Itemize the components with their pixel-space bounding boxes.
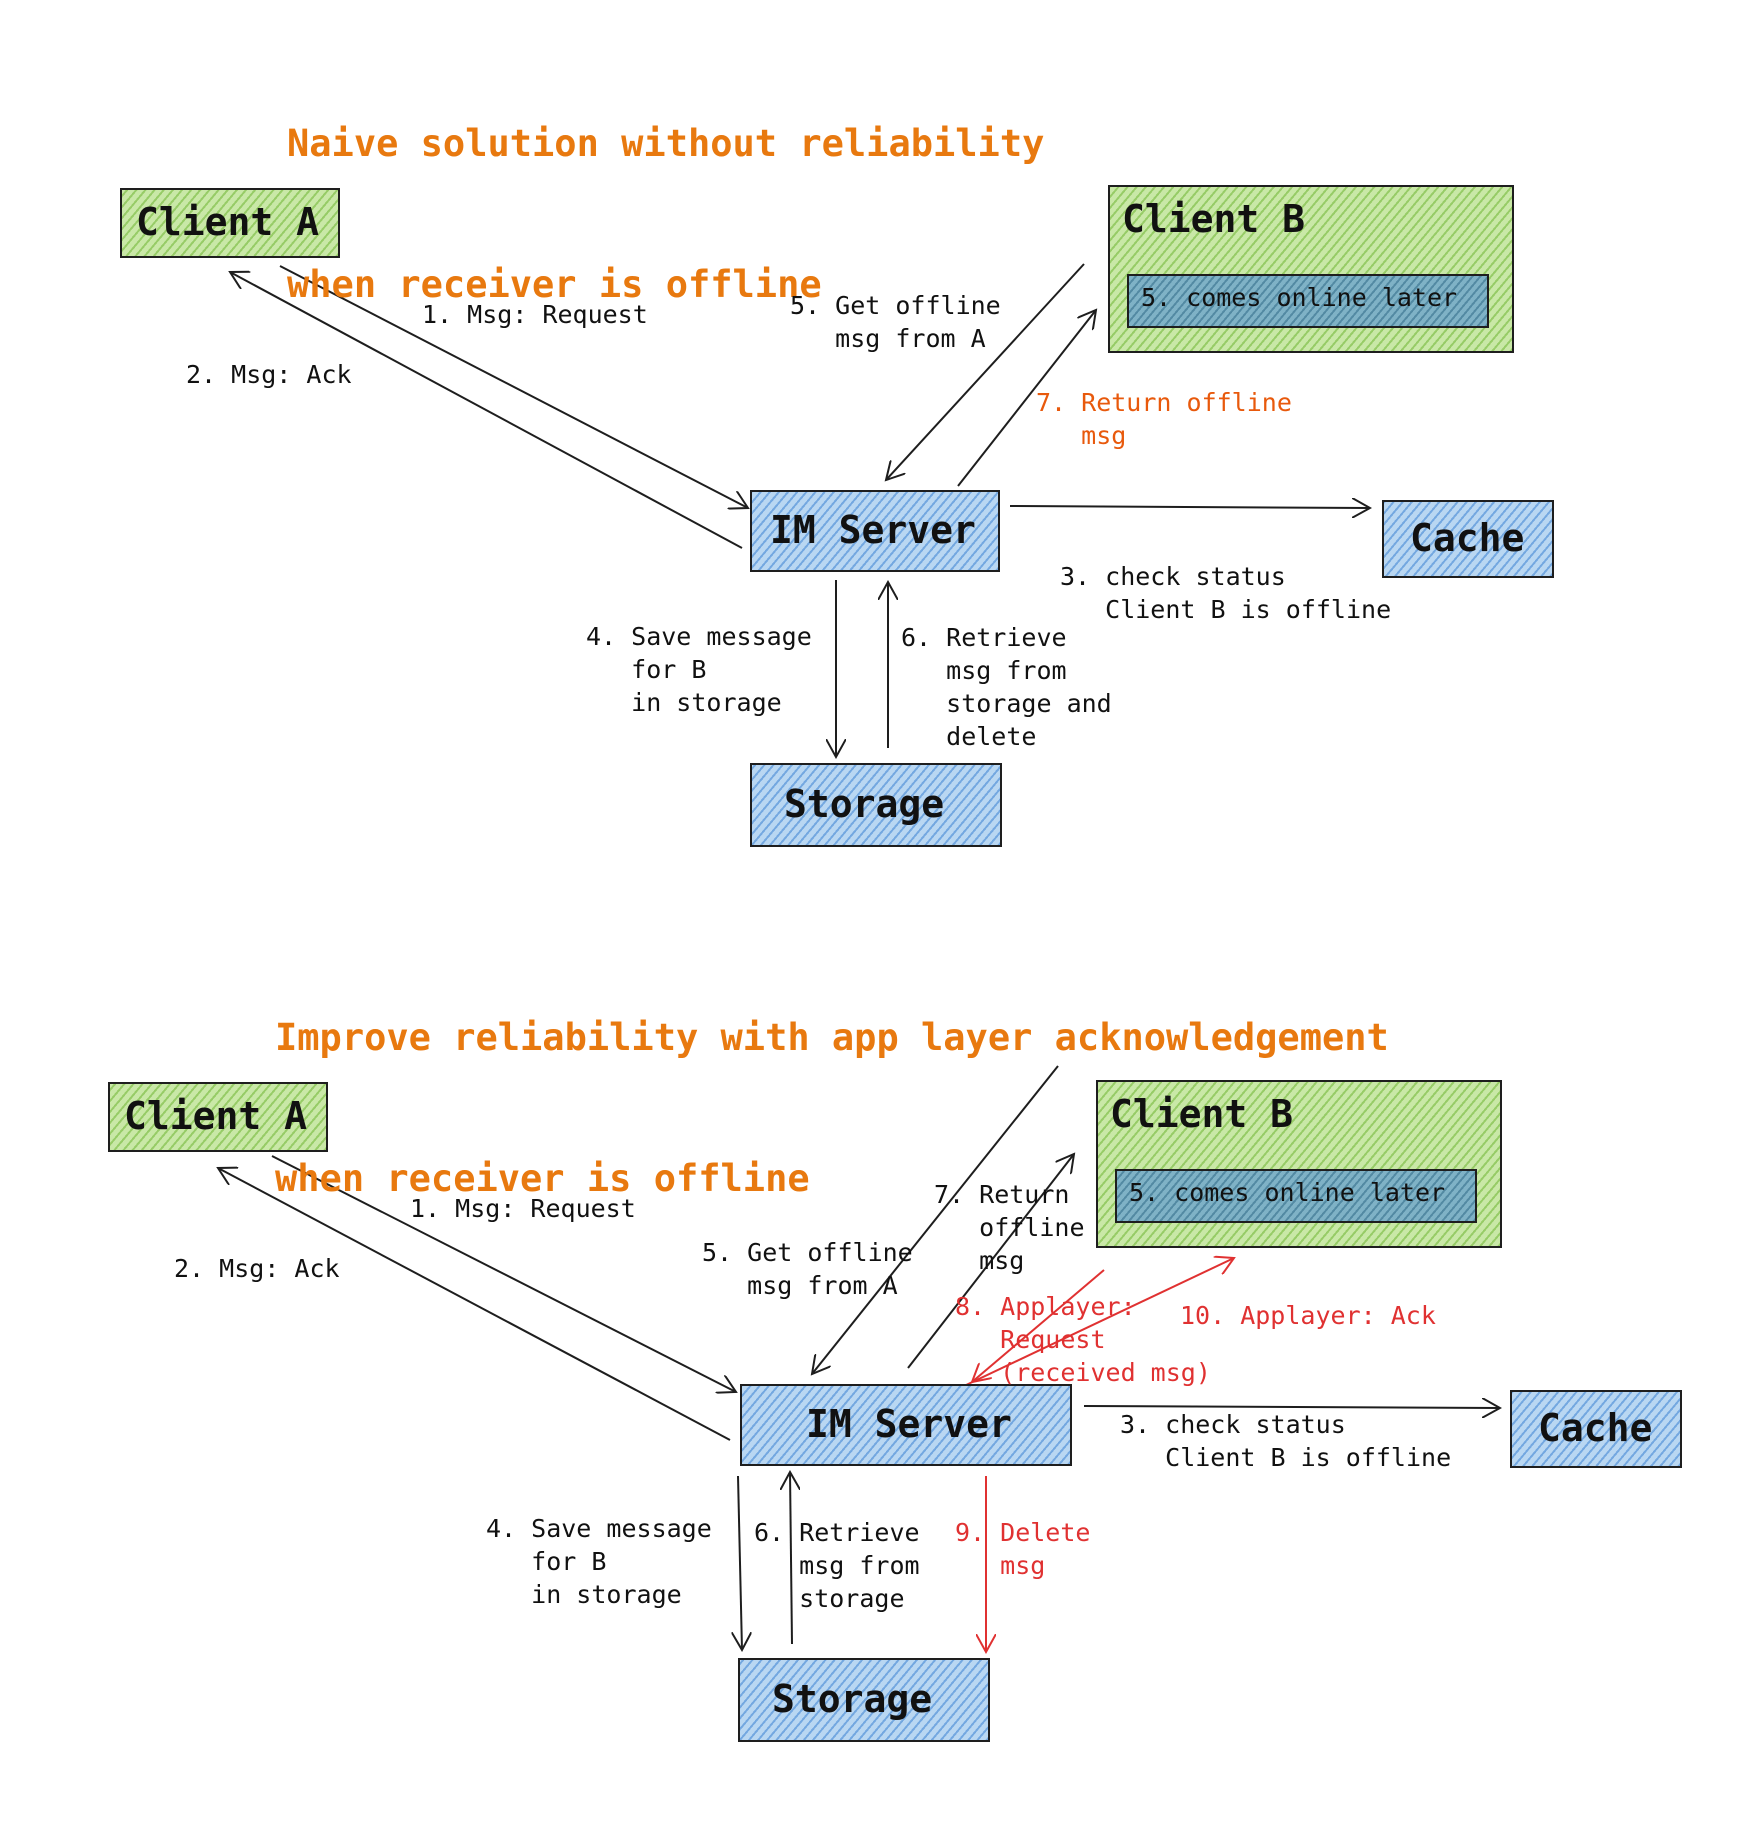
cache-box: Cache <box>1382 500 1554 578</box>
cache-box: Cache <box>1510 1390 1682 1468</box>
arrow-5-get-offline <box>812 1065 1059 1374</box>
arrow-2-ack <box>218 1168 731 1441</box>
arrow-7-return <box>907 1154 1074 1369</box>
client-a-box: Client A <box>120 188 340 258</box>
client-a-label: Client A <box>136 200 320 244</box>
label-1-request: 1. Msg: Request <box>422 300 648 329</box>
label-6-retrieve: 6. Retrieve msg from storage and delete <box>901 623 1112 751</box>
label-4-save: 4. Save message for B in storage <box>486 1514 712 1609</box>
arrow-7-return <box>957 310 1096 487</box>
arrow-1-request <box>271 1155 736 1392</box>
client-a-label: Client A <box>124 1094 308 1138</box>
label-7-return: 7. Return offline msg <box>934 1180 1085 1275</box>
label-4-save: 4. Save message for B in storage <box>586 622 812 717</box>
label-5-get-offline: 5. Get offline msg from A <box>790 291 1001 353</box>
diagram-1-title: Naive solution without reliability when … <box>287 26 1044 355</box>
label-6-retrieve: 6. Retrieve msg from storage <box>754 1518 920 1613</box>
client-a-box: Client A <box>108 1082 328 1152</box>
diagram-2-title-line-2: when receiver is offline <box>275 1157 810 1200</box>
arrow-2-ack <box>230 272 743 549</box>
storage-label: Storage <box>784 782 945 826</box>
diagram-1-title-line-2: when receiver is offline <box>287 263 822 306</box>
diagram-1-title-line-1: Naive solution without reliability <box>287 122 1045 165</box>
client-b-status-box: 5. comes online later <box>1127 274 1489 328</box>
diagram-2-title-line-1: Improve reliability with app layer ackno… <box>275 1016 1389 1059</box>
label-2-ack: 2. Msg: Ack <box>186 360 352 389</box>
label-1-request: 1. Msg: Request <box>410 1194 636 1223</box>
client-b-label: Client B <box>1122 197 1306 241</box>
label-10-applayer-ack: 10. Applayer: Ack <box>1180 1301 1436 1330</box>
im-server-label: IM Server <box>806 1402 1012 1446</box>
storage-box: Storage <box>738 1658 990 1742</box>
cache-label: Cache <box>1410 516 1525 560</box>
storage-box: Storage <box>750 763 1002 847</box>
im-server-box: IM Server <box>750 490 1000 572</box>
storage-label: Storage <box>772 1677 933 1721</box>
arrow-3-check-status <box>1083 1406 1500 1408</box>
arrow-8-applayer-request <box>972 1269 1105 1382</box>
label-3-check-status: 3. check status Client B is offline <box>1120 1410 1452 1472</box>
client-b-box: Client B 5. comes online later <box>1108 185 1514 353</box>
client-b-label: Client B <box>1110 1092 1294 1136</box>
arrow-1-request <box>279 265 748 508</box>
arrow-4-save <box>738 1475 742 1650</box>
client-b-box: Client B 5. comes online later <box>1096 1080 1502 1248</box>
label-7-return-offline: 7. Return offline msg <box>1036 388 1292 450</box>
im-server-label: IM Server <box>770 508 976 552</box>
client-b-status-box: 5. comes online later <box>1115 1169 1477 1223</box>
arrow-6-retrieve <box>790 1472 792 1645</box>
label-9-delete: 9. Delete msg <box>955 1518 1091 1580</box>
arrow-3-check-status <box>1009 506 1370 508</box>
label-3-check-status: 3. check status Client B is offline <box>1060 562 1392 624</box>
label-2-ack: 2. Msg: Ack <box>174 1254 340 1283</box>
label-8-applayer-request: 8. Applayer: Request (received msg) <box>955 1292 1211 1387</box>
arrow-5-get-offline <box>886 263 1085 480</box>
arrow-10-applayer-ack <box>963 1258 1234 1387</box>
label-5-get-offline: 5. Get offline msg from A <box>702 1238 913 1300</box>
diagram-2-title: Improve reliability with app layer ackno… <box>275 920 1389 1249</box>
cache-label: Cache <box>1538 1406 1653 1450</box>
im-server-box: IM Server <box>740 1384 1072 1466</box>
